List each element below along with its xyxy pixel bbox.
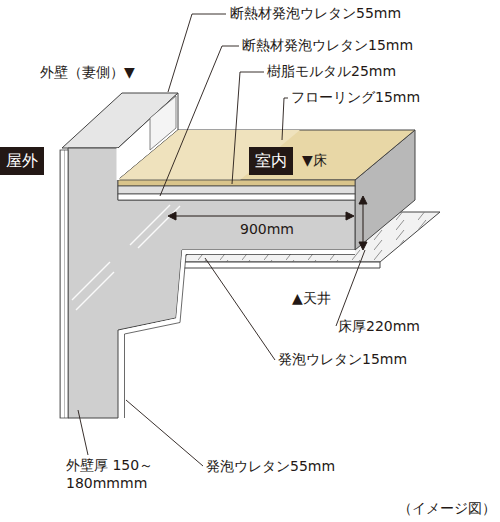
caption: （イメージ図） [398,500,496,518]
part-label: 樹脂モルタル25mm [267,63,396,81]
location-tag: 屋外 [0,147,44,175]
part-label: 断熱材発泡ウレタン55mm [230,5,401,23]
part-label: ▲天井 [292,290,331,308]
part-label: フローリング15mm [291,89,420,107]
part-label: 発泡ウレタン15mm [278,351,407,369]
part-label: 外壁厚 150～180mmmm [66,457,188,492]
part-label: 外壁（妻側）▼ [40,64,135,82]
tag-text: 屋外 [6,151,38,170]
part-label: 床厚220mm [338,318,420,336]
location-tag: 室内 [249,147,293,175]
part-label: 断熱材発泡ウレタン15mm [242,37,413,55]
part-label: 900mm [240,221,294,239]
part-label: ▼床 [302,152,327,170]
tag-text: 室内 [255,151,287,170]
part-label: 発泡ウレタン55mm [206,458,335,476]
